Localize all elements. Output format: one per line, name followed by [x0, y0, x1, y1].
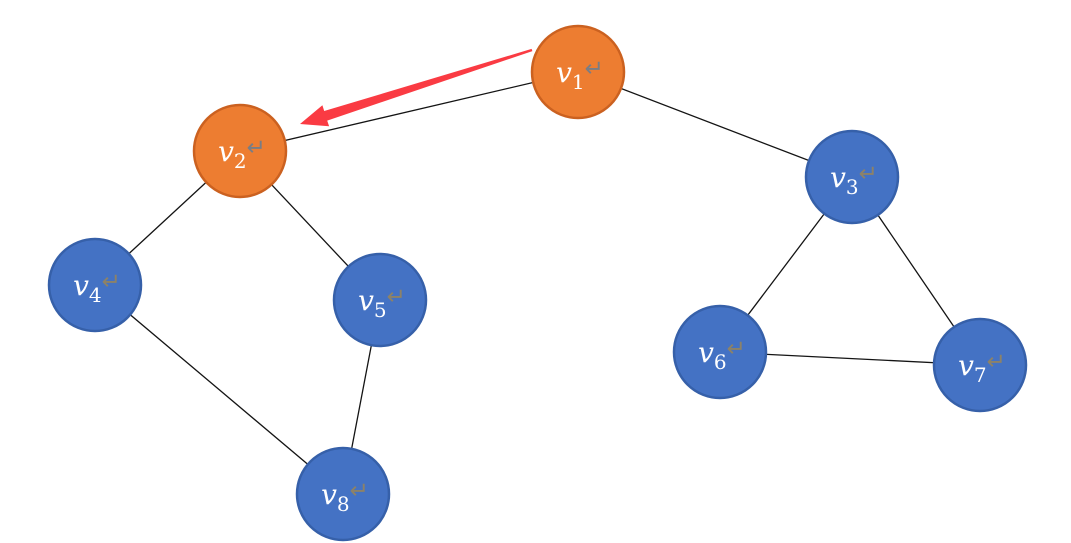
node-circle-v4[interactable] [47, 237, 143, 333]
node-label-v6: v6↵ [698, 336, 746, 374]
return-mark-icon: ↵ [585, 56, 604, 82]
node-label-subscript-v5: 5 [374, 298, 387, 322]
return-mark-icon: ↵ [387, 284, 406, 310]
node-label-base-v3: v [830, 161, 846, 194]
return-mark-icon: ↵ [727, 336, 746, 362]
node-circle-v1[interactable] [530, 24, 626, 120]
node-circle-v8[interactable] [295, 446, 391, 542]
node-label-subscript-v3: 3 [846, 175, 859, 199]
node-label-subscript-v8: 8 [337, 492, 350, 516]
return-mark-icon: ↵ [859, 161, 878, 187]
node-label-v5: v5↵ [358, 284, 406, 322]
node-circle-v6[interactable] [672, 304, 768, 400]
node-label-subscript-v4: 4 [89, 283, 102, 307]
node-circle-v3[interactable] [804, 129, 900, 225]
node-label-base-v1: v [556, 56, 572, 89]
node-circle-v2[interactable] [192, 103, 288, 199]
node-v6[interactable]: v6↵ [672, 304, 768, 400]
node-label-subscript-v1: 1 [572, 70, 585, 94]
annotation-arrow[interactable] [300, 48, 533, 127]
edge-v4-v8 [94, 284, 344, 495]
node-v7[interactable]: v7↵ [932, 317, 1028, 413]
node-circle-v7[interactable] [932, 317, 1028, 413]
node-v2[interactable]: v2↵ [192, 103, 288, 199]
node-label-subscript-v2: 2 [234, 149, 247, 173]
node-v1[interactable]: v1↵ [530, 24, 626, 120]
node-label-v2: v2↵ [218, 135, 266, 173]
edge-v1-v2 [239, 71, 579, 152]
node-label-v7: v7↵ [958, 349, 1006, 387]
node-v3[interactable]: v3↵ [804, 129, 900, 225]
node-label-base-v4: v [73, 269, 89, 302]
node-v5[interactable]: v5↵ [332, 252, 428, 348]
node-label-base-v6: v [698, 336, 714, 369]
edge-v1-v3 [577, 71, 853, 178]
node-label-base-v8: v [321, 478, 337, 511]
node-label-v1: v1↵ [556, 56, 604, 94]
node-circle-v5[interactable] [332, 252, 428, 348]
node-label-subscript-v7: 7 [974, 363, 987, 387]
node-label-v3: v3↵ [830, 161, 878, 199]
return-mark-icon: ↵ [247, 135, 266, 161]
return-mark-icon: ↵ [987, 349, 1006, 375]
node-label-subscript-v6: 6 [714, 350, 727, 374]
return-mark-icon: ↵ [350, 478, 369, 504]
node-label-v4: v4↵ [73, 269, 121, 307]
node-v4[interactable]: v4↵ [47, 237, 143, 333]
node-label-base-v5: v [358, 284, 374, 317]
node-label-base-v2: v [218, 135, 234, 168]
node-label-v8: v8↵ [321, 478, 369, 516]
return-mark-icon: ↵ [102, 269, 121, 295]
node-label-base-v7: v [958, 349, 974, 382]
node-v8[interactable]: v8↵ [295, 446, 391, 542]
